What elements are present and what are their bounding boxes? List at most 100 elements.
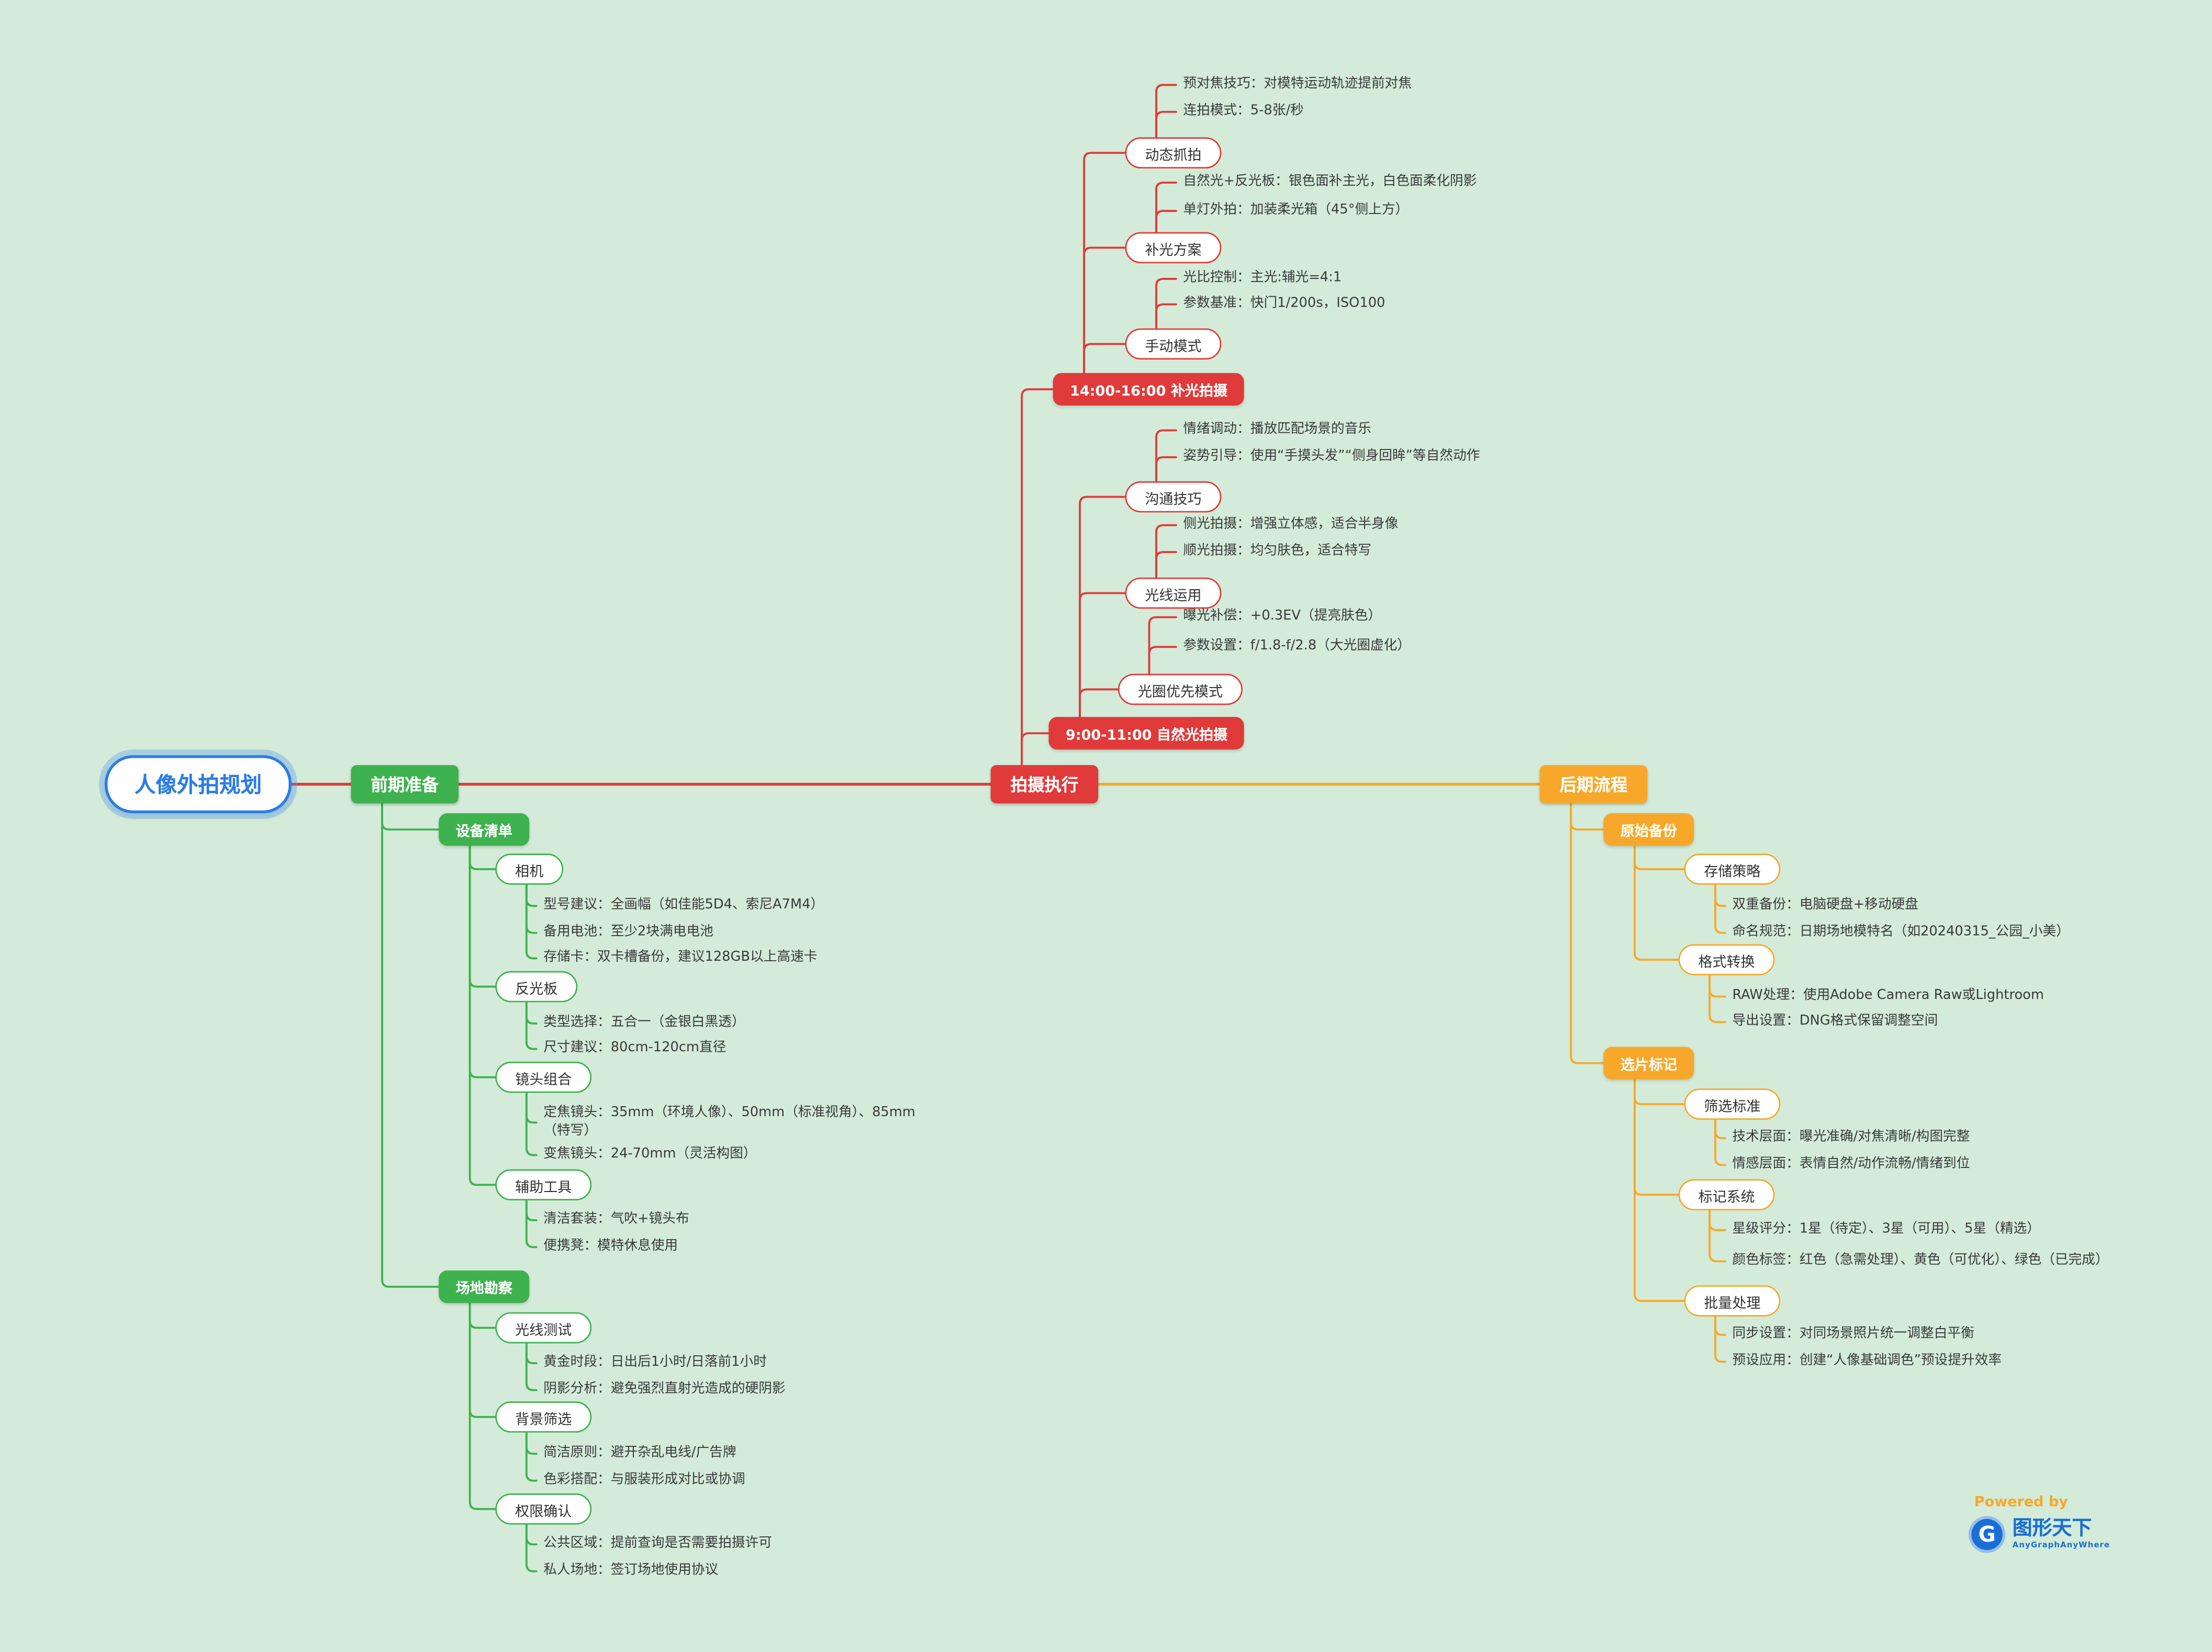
sub-node-pm[interactable]: 14:00-16:00 补光拍摄: [1053, 373, 1245, 406]
pill-node-lens[interactable]: 镜头组合: [495, 1061, 592, 1093]
branch-node-prep[interactable]: 前期准备: [351, 765, 459, 804]
leaf-node-ap2[interactable]: 参数设置：f/1.8-f/2.8（大光圈虚化）: [1183, 638, 1411, 654]
sub-node-site[interactable]: 场地勘察: [439, 1270, 530, 1303]
connector: [1708, 973, 1726, 998]
connector: [1714, 1314, 1726, 1336]
leaf-node-perm2[interactable]: 私人场地：签订场地使用协议: [543, 1562, 719, 1578]
leaf-node-cam3[interactable]: 存储卡：双卡槽备份，建议128GB以上高速卡: [543, 949, 818, 965]
connector: [468, 843, 498, 1078]
pill-node-snap[interactable]: 动态抓拍: [1125, 137, 1222, 168]
branch-node-post[interactable]: 后期流程: [1539, 765, 1648, 804]
pill-node-filter[interactable]: 筛选标准: [1684, 1088, 1781, 1120]
brand-subtitle: AnyGraphAnyWhere: [2012, 1542, 2110, 1551]
connector: [1155, 456, 1177, 484]
connector: [1079, 496, 1128, 720]
leaf-node-mark1[interactable]: 星级评分：1星（待定）、3星（可用）、5星（精选）: [1732, 1221, 2040, 1237]
leaf-node-snap2[interactable]: 连拍模式：5-8张/秒: [1183, 103, 1304, 119]
connector: [525, 1198, 538, 1221]
leaf-node-comm2[interactable]: 姿势引导：使用“手摸头发”“侧身回眸”等自然动作: [1183, 448, 1480, 464]
pill-node-fill[interactable]: 补光方案: [1125, 232, 1222, 264]
leaf-node-fill2[interactable]: 单灯外拍：加装柔光箱（45°侧上方）: [1183, 202, 1409, 218]
connector: [1633, 1077, 1687, 1105]
leaf-node-refl1[interactable]: 类型选择：五合一（金银白黑透）: [543, 1014, 745, 1030]
pill-node-store[interactable]: 存储策略: [1684, 853, 1781, 885]
leaf-node-fmt1[interactable]: RAW处理：使用Adobe Camera Raw或Lightroom: [1732, 987, 2044, 1004]
pill-node-batch[interactable]: 批量处理: [1684, 1285, 1781, 1317]
connector: [1155, 551, 1177, 580]
connector: [1021, 388, 1056, 768]
sub-node-select[interactable]: 选片标记: [1603, 1047, 1694, 1080]
sub-node-dev[interactable]: 设备清单: [439, 813, 530, 846]
leaf-node-lens1[interactable]: 定焦镜头：35mm（环境人像）、50mm（标准视角）、85mm（特写）: [543, 1105, 915, 1138]
pill-node-use[interactable]: 光线运用: [1125, 577, 1222, 609]
leaf-node-refl2[interactable]: 尺寸建议：80cm-120cm直径: [543, 1040, 727, 1056]
leaf-node-perm1[interactable]: 公共区域：提前查询是否需要拍摄许可: [543, 1535, 772, 1552]
leaf-node-comm1[interactable]: 情绪调动：播放匹配场景的音乐: [1183, 421, 1372, 437]
root-node-root[interactable]: 人像外拍规划: [105, 755, 292, 814]
pill-node-bg[interactable]: 背景筛选: [495, 1401, 592, 1433]
sub-node-backup[interactable]: 原始备份: [1603, 813, 1694, 846]
leaf-node-manual1[interactable]: 光比控制：主光:辅光=4:1: [1183, 269, 1342, 286]
pill-node-cam[interactable]: 相机: [495, 853, 564, 885]
leaf-node-fmt2[interactable]: 导出设置：DNG格式保留调整空间: [1732, 1013, 1938, 1029]
pill-node-comm[interactable]: 沟通技巧: [1125, 481, 1222, 513]
connector: [525, 1341, 538, 1365]
connector: [468, 843, 498, 988]
connector: [1708, 973, 1726, 1024]
connector: [468, 1300, 498, 1510]
connector: [1079, 688, 1121, 720]
leaf-node-filter1[interactable]: 技术层面：曝光准确/对焦清晰/构图完整: [1732, 1129, 1970, 1145]
leaf-node-use1[interactable]: 侧光拍摄：增强立体感，适合半身像: [1183, 516, 1399, 532]
connector: [1155, 429, 1177, 484]
pill-node-perm[interactable]: 权限确认: [495, 1493, 592, 1525]
connector: [468, 843, 498, 1186]
connector: [525, 1522, 538, 1572]
connector: [1083, 152, 1128, 376]
connector: [1708, 1208, 1726, 1231]
leaf-node-batch1[interactable]: 同步设置：对同场景照片统一调整白平衡: [1732, 1326, 1974, 1342]
leaf-node-snap1[interactable]: 预对焦技巧：对模特运动轨迹提前对焦: [1183, 76, 1412, 92]
leaf-node-ap1[interactable]: 曝光补偿：+0.3EV（提亮肤色）: [1183, 608, 1382, 624]
leaf-node-manual2[interactable]: 参数基准：快门1/200s，ISO100: [1183, 295, 1386, 311]
leaf-node-mark2[interactable]: 颜色标签：红色（急需处理）、黄色（可优化）、绿色（已完成）: [1732, 1252, 2109, 1268]
leaf-node-use2[interactable]: 顺光拍摄：均匀肤色，适合特写: [1183, 543, 1372, 559]
connector: [468, 1300, 498, 1418]
leaf-node-bg1[interactable]: 简洁原则：避开杂乱电线/广告牌: [543, 1445, 736, 1461]
brand-text: 图形天下 AnyGraphAnyWhere: [2012, 1517, 2110, 1551]
leaf-node-store2[interactable]: 命名规范：日期场地模特名（如20240315_公园_小美）: [1732, 924, 2070, 940]
pill-node-manual[interactable]: 手动模式: [1125, 328, 1222, 360]
sub-node-am[interactable]: 9:00-11:00 自然光拍摄: [1048, 717, 1245, 750]
pill-node-refl[interactable]: 反光板: [495, 971, 578, 1003]
pill-node-light[interactable]: 光线测试: [495, 1312, 592, 1344]
leaf-node-filter2[interactable]: 情感层面：表情自然/动作流畅/情绪到位: [1732, 1156, 1970, 1172]
brand-link[interactable]: G 图形天下 AnyGraphAnyWhere: [1968, 1516, 2110, 1553]
leaf-node-light1[interactable]: 黄金时段：日出后1小时/日落前1小时: [543, 1354, 767, 1370]
connector: [1633, 1077, 1687, 1302]
brand-name: 图形天下: [2012, 1517, 2092, 1540]
leaf-node-light2[interactable]: 阴影分析：避免强烈直射光造成的硬阴影: [543, 1381, 786, 1397]
connector: [1714, 882, 1726, 907]
leaf-node-batch2[interactable]: 预设应用：创建“人像基础调色”预设提升效率: [1732, 1353, 2002, 1369]
leaf-node-aux1[interactable]: 清洁套装：气吹+镜头布: [543, 1211, 689, 1227]
connector: [1148, 616, 1177, 677]
leaf-node-store1[interactable]: 双重备份：电脑硬盘+移动硬盘: [1732, 897, 1918, 913]
connector: [1714, 1117, 1726, 1139]
leaf-node-fill1[interactable]: 自然光+反光板：银色面补主光，白色面柔化阴影: [1183, 174, 1477, 189]
connector: [1714, 882, 1726, 934]
branch-node-shoot[interactable]: 拍摄执行: [990, 765, 1099, 804]
leaf-node-lens2[interactable]: 变焦镜头：24-70mm（灵活构图）: [543, 1146, 757, 1162]
brand-logo-icon[interactable]: G: [1968, 1516, 2006, 1553]
pill-node-ap[interactable]: 光圈优先模式: [1118, 673, 1243, 705]
leaf-node-cam1[interactable]: 型号建议：全画幅（如佳能5D4、索尼A7M4）: [543, 897, 824, 913]
connector: [381, 801, 441, 831]
leaf-node-bg2[interactable]: 色彩搭配：与服装形成对比或协调: [543, 1471, 745, 1488]
pill-node-fmt[interactable]: 格式转换: [1678, 944, 1775, 975]
powered-by-text: Powered by: [1974, 1494, 2068, 1511]
connector: [525, 1522, 538, 1546]
leaf-node-cam2[interactable]: 备用电池：至少2块满电电池: [543, 924, 713, 940]
connector: [525, 882, 538, 960]
pill-node-mark[interactable]: 标记系统: [1678, 1179, 1775, 1210]
pill-node-aux[interactable]: 辅助工具: [495, 1169, 592, 1201]
leaf-node-aux2[interactable]: 便携凳：模特休息使用: [543, 1238, 678, 1254]
